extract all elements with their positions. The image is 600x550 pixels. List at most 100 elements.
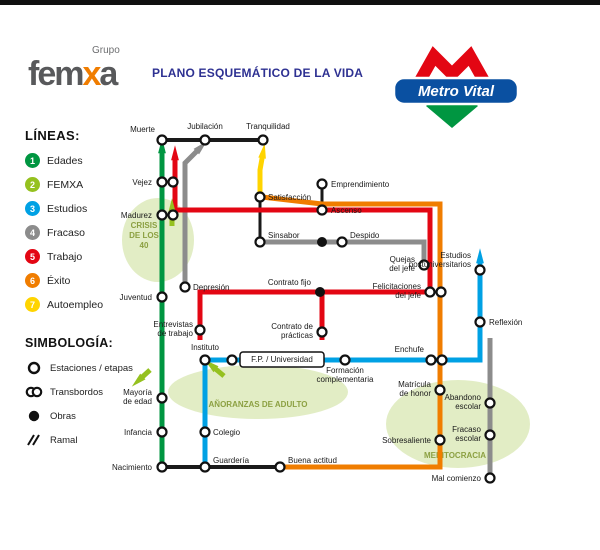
station-label: Instituto [191,343,220,352]
station-label: Madurez [121,211,152,220]
legend-symbol-ramal: Ramal [25,432,133,448]
zone-label: AÑORANZAS DE ADULTO [209,400,308,409]
station-label: Despido [350,231,380,240]
line-arrow-icon [168,198,176,214]
station-sinsabor: Sinsabor [254,231,300,248]
metro-banner-label: Metro Vital [418,83,495,100]
legend-symbol-transbordos: Transbordos [25,384,133,400]
station-label: Guardería [213,456,250,465]
station-reflexi-n: Reflexión [474,316,522,328]
legend-symbol-estaciones-etapas: Estaciones / etapas [25,360,133,376]
metro-banner [392,76,520,106]
line-arrow-icon [131,373,146,387]
station-label: Buena actitud [288,456,337,465]
line-number-badge: 5 [25,249,40,264]
legend-line-xito: 6 Éxito [25,273,133,288]
station-label: Vejez [132,178,152,187]
line-number-badge: 6 [25,273,40,288]
station-label: Depresión [193,283,229,292]
station-label: F.P. / Universidad [251,355,313,364]
station-mal-comienzo: Mal comienzo [432,472,496,484]
transfer-icon [25,386,43,398]
line-label: Fracaso [47,226,85,239]
station-label: Sobresaliente [382,436,431,445]
metro-line-edades [158,138,166,467]
line-arrow-icon [258,143,266,159]
station-despido: Despido [336,231,380,248]
station-label: Infancia [124,428,153,437]
station-label: Nacimiento [112,463,153,472]
station-instituto: Instituto [191,343,220,366]
symbol-label: Transbordos [50,386,103,398]
line-arrow-icon [476,248,484,264]
line-label: Éxito [47,274,71,287]
line-number-badge: 7 [25,297,40,312]
line-label: Edades [47,154,83,167]
station-buena-actitud: Buena actitud [274,456,337,473]
station-f-p-universidad: F.P. / Universidad [226,351,325,368]
station-label: Juventud [120,293,152,302]
symbol-label: Ramal [50,434,78,446]
station-obras-marker [317,237,327,247]
station-satisfacci-n: Satisfacción [254,191,311,203]
brand-femxa-label: femxa [28,55,118,93]
legend-symbols-heading: SIMBOLOGÍA: [25,336,114,350]
station-label: Muerte [130,125,155,134]
station-icon [27,361,41,375]
station-muerte: Muerte [130,125,168,146]
line-label: Estudios [47,202,88,215]
station-enchufe: Enchufe [395,345,448,366]
station-ascenso: Ascenso [316,204,362,216]
zone-label: MERITOCRACIA [424,451,486,460]
top-edge [0,0,600,5]
station-tranquilidad: Tranquilidad [246,122,290,146]
station-madurez: Madurez [121,209,179,221]
legend-lines-heading: LÍNEAS: [25,128,80,143]
station-label: Reflexión [489,318,522,327]
page-title: PLANO ESQUEMÁTICO DE LA VIDA [152,66,364,80]
symbol-label: Estaciones / etapas [50,362,133,374]
station-contrato-fijo: Contrato fijo [268,278,325,297]
station-nacimiento: Nacimiento [112,461,168,473]
station-colegio: Colegio [199,426,241,438]
station-guarder-a: Guardería [199,456,250,473]
station-label: Tranquilidad [246,122,290,131]
brand-grupo-label: Grupo [92,45,120,56]
brand-a: a [99,55,118,93]
metro-red-m-icon [410,46,494,91]
line-arrow-icon [171,145,179,161]
station-sobresaliente: Sobresaliente [382,434,446,446]
line-arrow-icon [158,138,166,154]
metro-vital-logo: Metro Vital [392,46,520,128]
station-label: Ascenso [331,206,362,215]
branch-icon [27,434,40,446]
zone-a-oranzas-de-adulto: AÑORANZAS DE ADULTO [168,365,348,419]
metro-line-autoempleo [257,143,266,197]
metro-line-trabajo [171,145,433,340]
station-label: Mal comienzo [432,474,482,483]
station-emprendimiento: Emprendimiento [316,178,390,190]
metro-line-femxa-3 [131,368,152,387]
